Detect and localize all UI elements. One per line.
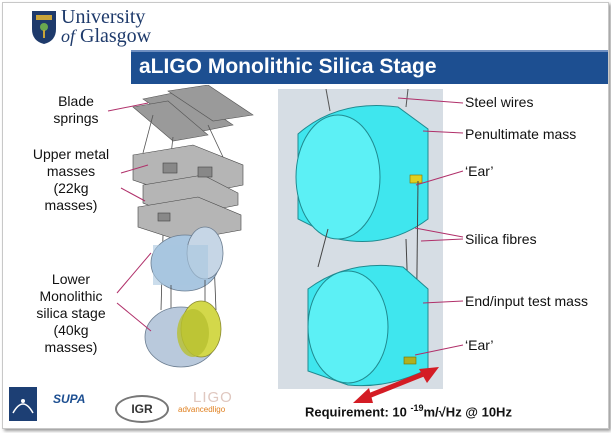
lower-test-mass-drawing <box>144 300 222 368</box>
igr-logo: IGR <box>115 395 169 423</box>
label-lower-stage: Lower Monolithic silica stage (40kg mass… <box>36 271 106 355</box>
university-name-line2: of Glasgow <box>61 25 152 47</box>
university-crest-icon <box>32 11 56 44</box>
label-steel-wires: Steel wires <box>465 94 534 110</box>
requirement-text: Requirement: 10 -19m/√Hz @ 10Hz <box>305 403 512 420</box>
label-silica-fibres: Silica fibres <box>465 231 537 247</box>
label-upper-masses: Upper metal masses (22kg masses) <box>32 146 110 213</box>
suspension-assembly-figure <box>132 85 254 368</box>
label-test-mass: End/input test mass <box>465 293 588 309</box>
supa-logo: SUPA <box>53 392 86 406</box>
university-name-line1: University <box>61 6 146 28</box>
blade-springs-drawing <box>132 85 254 142</box>
advanced-ligo-logo: advancedligo <box>178 405 226 414</box>
label-penultimate-mass: Penultimate mass <box>465 126 577 142</box>
lower-penultimate-mass-drawing <box>150 226 224 311</box>
penultimate-mass-drawing <box>295 105 429 242</box>
test-mass-drawing <box>307 264 429 387</box>
title-bar: aLIGO Monolithic Silica Stage <box>131 50 608 84</box>
label-ear-bottom: ‘Ear’ <box>465 337 494 353</box>
label-blade-springs: Blade springs <box>53 93 99 126</box>
ligo-logo: LIGO <box>193 389 233 406</box>
label-ear-top: ‘Ear’ <box>465 163 494 179</box>
upper-metal-masses-drawing <box>132 144 244 242</box>
monolithic-stage-figure <box>278 89 443 389</box>
slide-title: aLIGO Monolithic Silica Stage <box>139 55 437 78</box>
observatory-logo-icon <box>9 387 37 421</box>
slide: University of Glasgow aLIGO Monolithic S… <box>2 2 609 429</box>
